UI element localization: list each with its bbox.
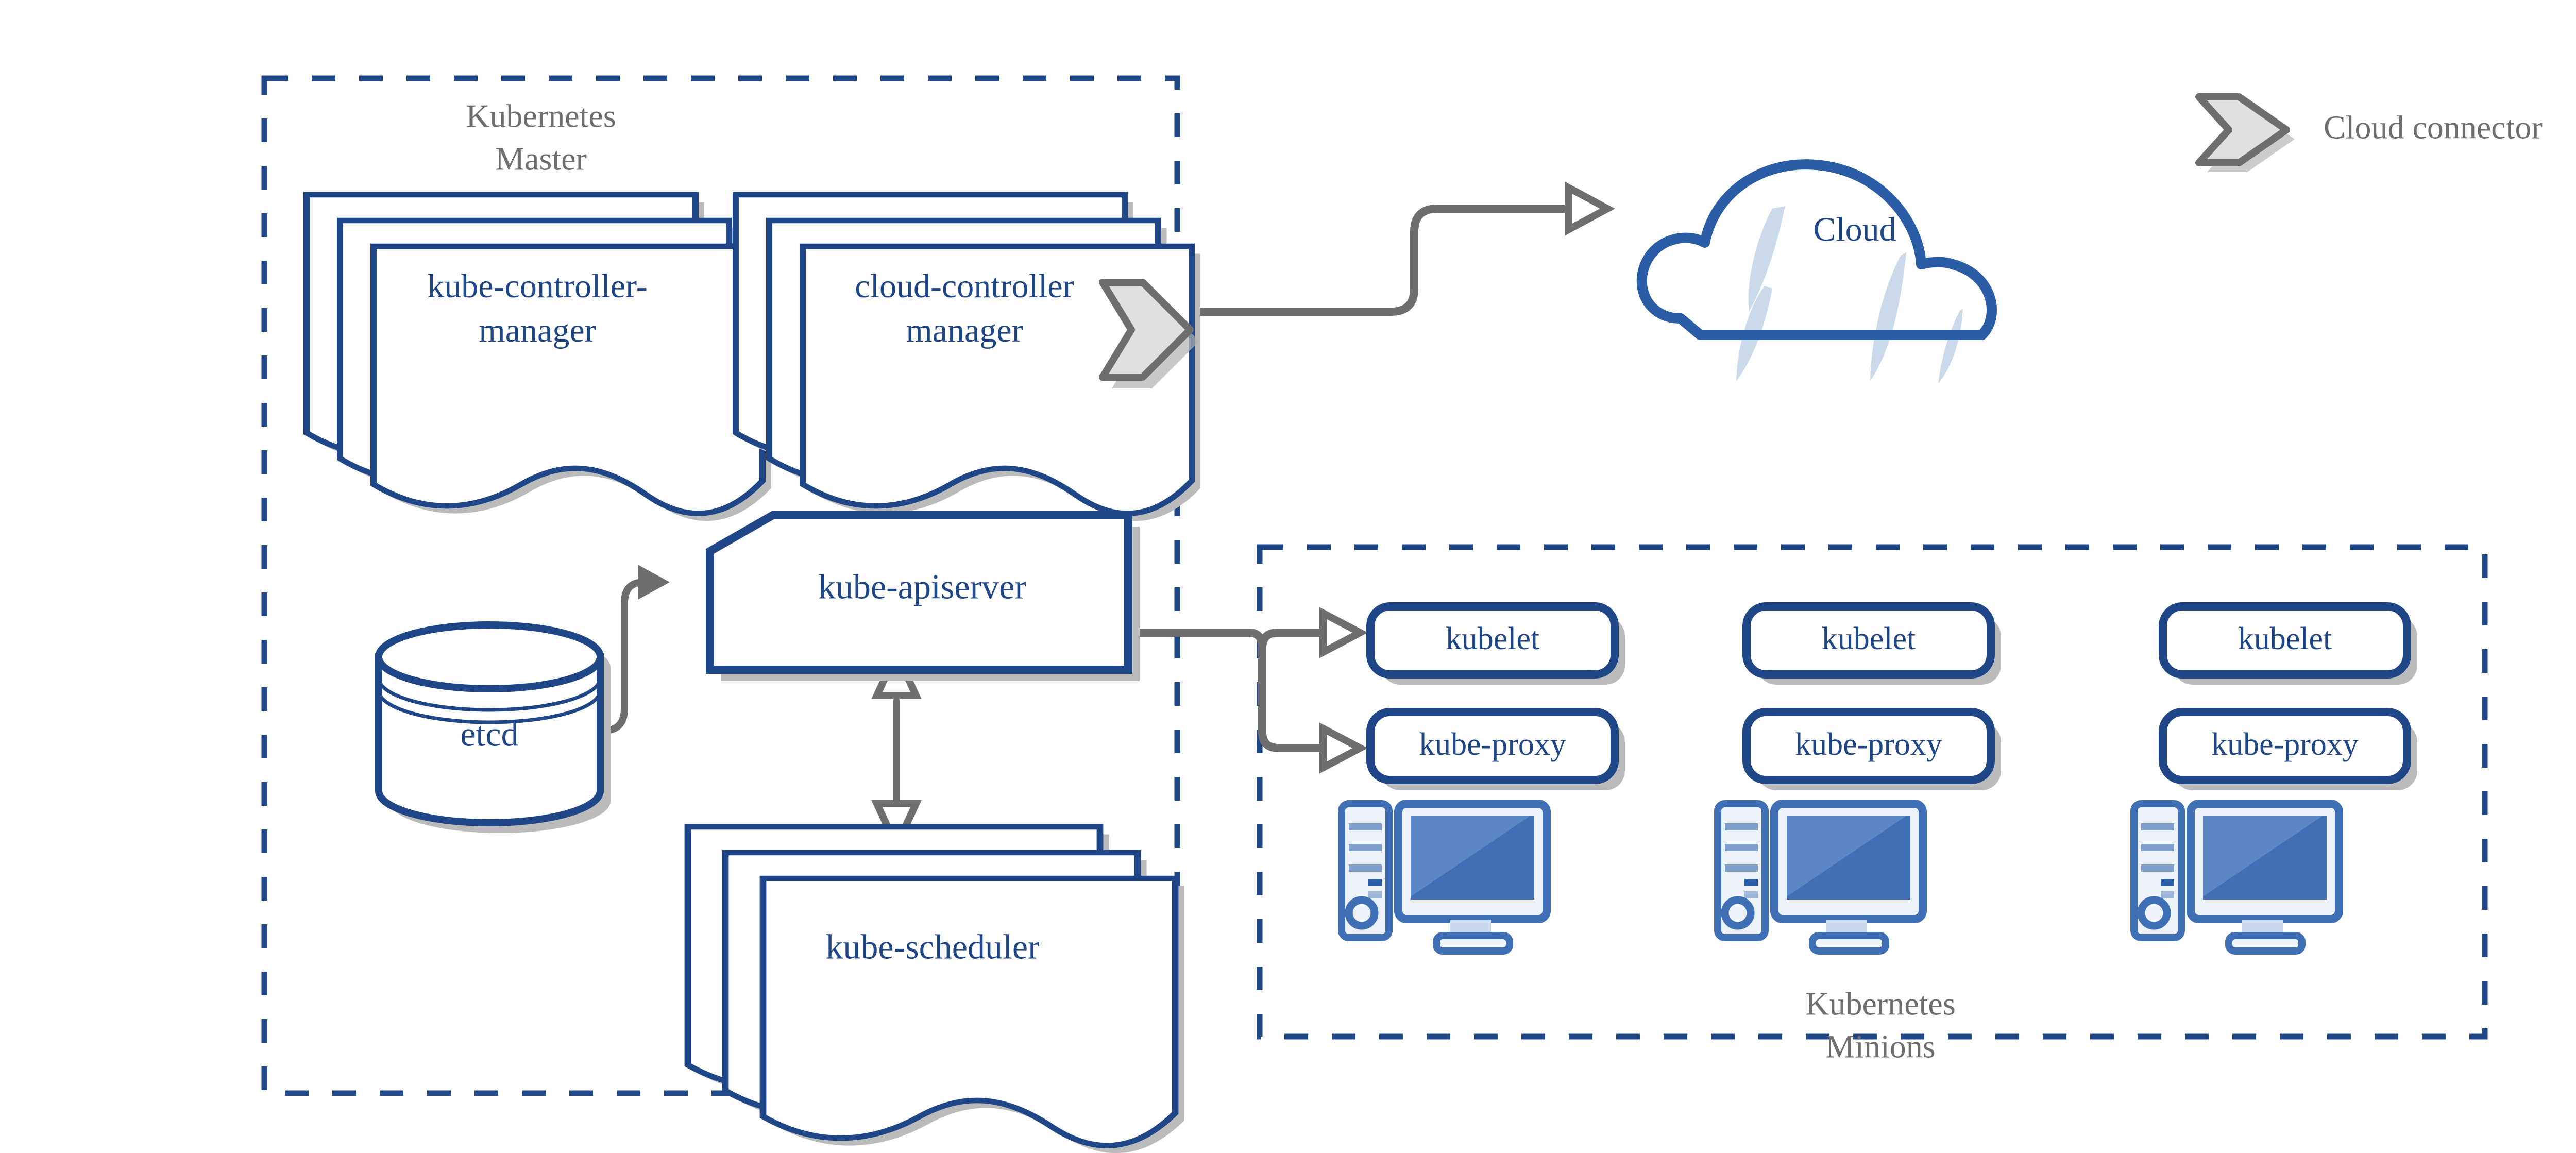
arrowhead-right-kube-proxy	[1319, 722, 1368, 774]
kubelet-label-3: kubelet	[2238, 621, 2332, 656]
minion-node-2: kubelet kube-proxy	[1714, 602, 2001, 955]
node-kube-apiserver[interactable]: kube-apiserver	[706, 511, 1140, 681]
legend-label: Cloud connector	[2324, 109, 2543, 146]
kube-controller-manager-label-line2: manager	[479, 312, 596, 349]
cloud-connector-icon-on-node	[1099, 279, 1199, 388]
minions-group-label-line1: Kubernetes	[1805, 986, 1955, 1022]
minion-node-1: kubelet kube-proxy	[1338, 602, 1625, 955]
legend: Cloud connector	[2195, 93, 2543, 172]
kubelet-label-2: kubelet	[1822, 621, 1916, 656]
apiserver-body	[706, 511, 1132, 674]
chevron-arrow-icon	[2195, 93, 2290, 166]
kube-proxy-label-3: kube-proxy	[2211, 727, 2359, 762]
minions-group-label-line2: Minions	[1825, 1028, 1935, 1065]
desktop-computer-icon-2	[1714, 800, 1927, 955]
kube-proxy-box-2[interactable]: kube-proxy	[1742, 708, 2001, 790]
desktop-computer-icon-1	[1338, 800, 1551, 955]
kubernetes-minions-group: Kubernetes Minions	[1257, 544, 2488, 1065]
cloud-controller-manager-label-line2: manager	[906, 312, 1023, 349]
etcd-label: etcd	[460, 715, 518, 754]
node-cloud[interactable]: Cloud	[1633, 159, 2004, 384]
connector-apiserver-minions	[1101, 607, 1368, 774]
arrowhead-right-apiserver	[638, 565, 670, 600]
node-kube-controller-manager[interactable]: kube-controller- manager	[307, 195, 771, 521]
node-cloud-controller-manager[interactable]: cloud-controller manager	[736, 195, 1200, 521]
kube-proxy-box-1[interactable]: kube-proxy	[1366, 708, 1625, 790]
kube-proxy-label-2: kube-proxy	[1795, 727, 1942, 762]
arrowhead-right-cloud	[1565, 181, 1615, 236]
connector-cloudcontroller-to-cloud	[1186, 181, 1615, 316]
etcd-top-ellipse	[375, 621, 604, 692]
kubelet-box-3[interactable]: kubelet	[2159, 602, 2417, 685]
etcd-body	[375, 653, 604, 826]
desktop-computer-icon-3	[2130, 800, 2343, 955]
kube-apiserver-label: kube-apiserver	[818, 567, 1026, 606]
node-kube-scheduler[interactable]: kube-scheduler	[688, 827, 1184, 1153]
kubernetes-master-group: Kubernetes Master	[261, 75, 1180, 1096]
cloud-controller-manager-label-line1: cloud-controller	[855, 267, 1074, 305]
kubelet-label-1: kubelet	[1446, 621, 1540, 656]
master-group-label-line2: Master	[495, 141, 587, 177]
kube-proxy-box-3[interactable]: kube-proxy	[2159, 708, 2417, 790]
connector-apiserver-scheduler	[871, 645, 922, 855]
kube-proxy-label-1: kube-proxy	[1419, 727, 1566, 762]
cloud-outline	[1636, 159, 1997, 340]
kube-controller-manager-label-line1: kube-controller-	[427, 267, 648, 305]
etcd-rib-2	[377, 690, 602, 724]
kube-scheduler-label: kube-scheduler	[825, 927, 1040, 967]
arrowhead-right-kubelet	[1319, 607, 1368, 658]
master-dashed-border	[261, 75, 1180, 1096]
kubelet-box-2[interactable]: kubelet	[1742, 602, 2001, 685]
minion-node-3: kubelet kube-proxy	[2130, 602, 2417, 955]
etcd-rib-1	[377, 677, 602, 712]
cloud-label: Cloud	[1813, 211, 1896, 248]
minions-dashed-border	[1257, 544, 2488, 1040]
kubelet-box-1[interactable]: kubelet	[1366, 602, 1625, 685]
node-etcd[interactable]: etcd	[375, 621, 611, 833]
master-group-label-line1: Kubernetes	[466, 98, 616, 134]
